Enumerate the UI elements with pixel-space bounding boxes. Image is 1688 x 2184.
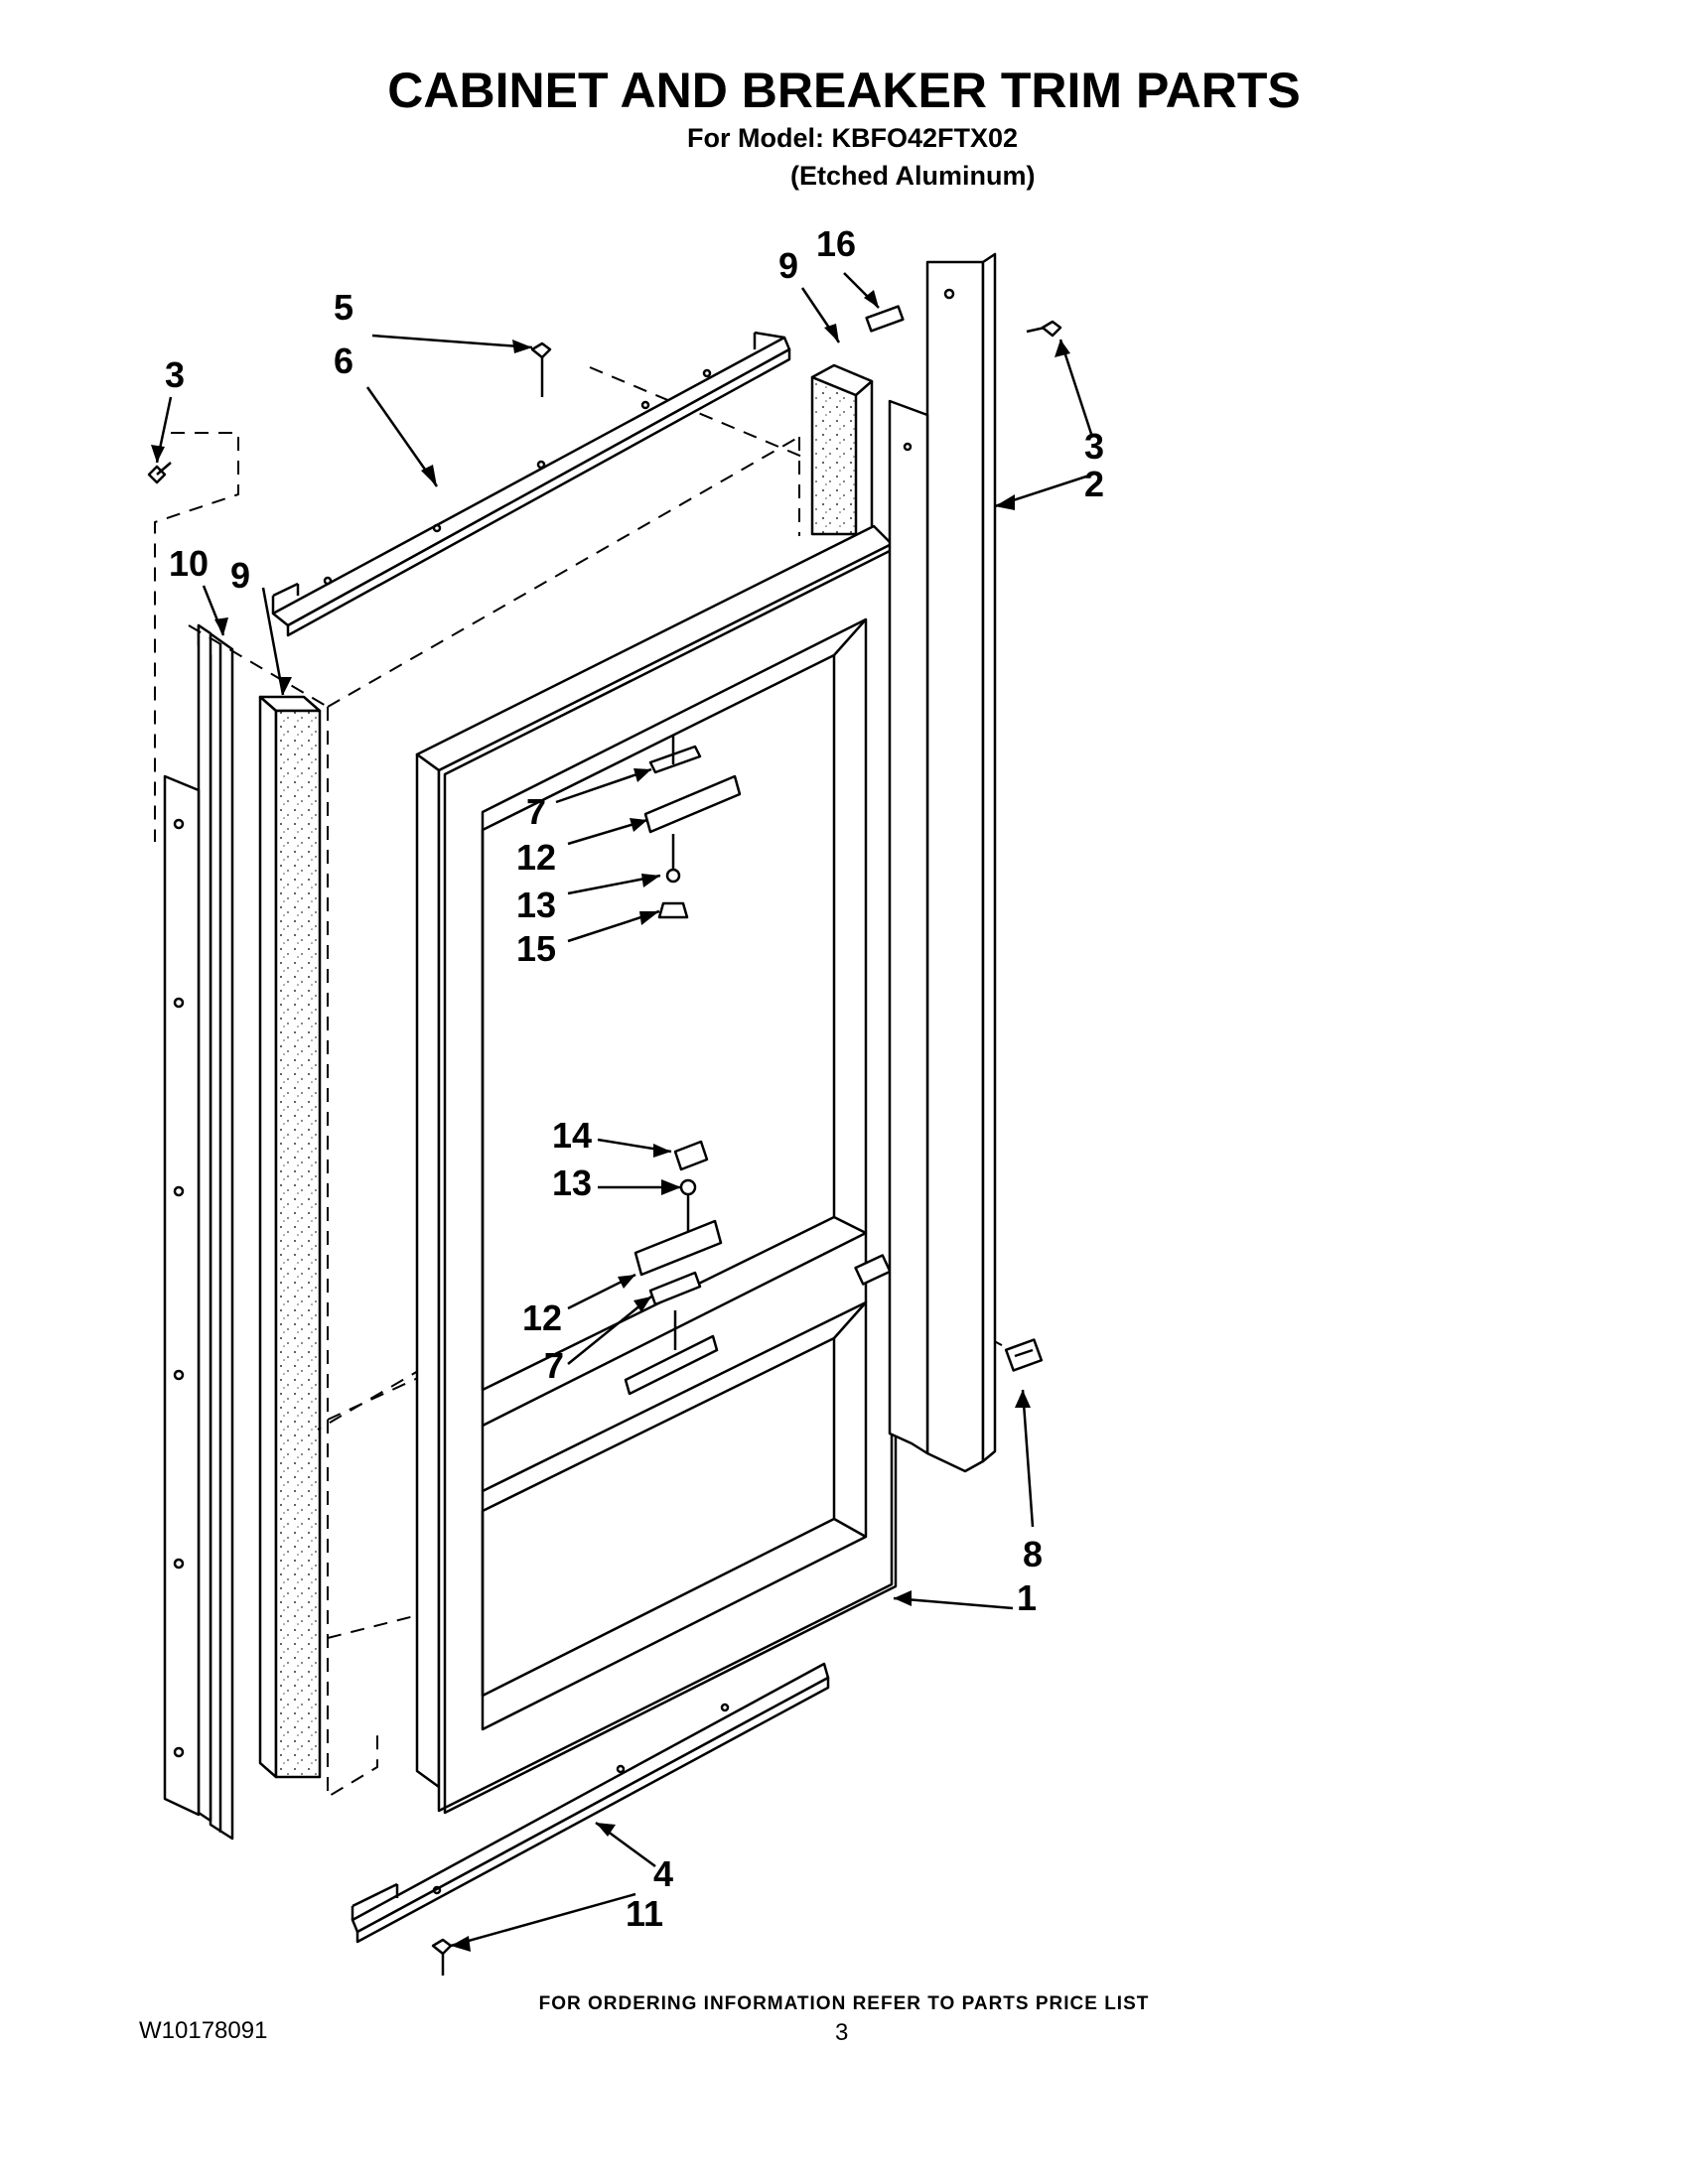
callout-3-left: 3 [165, 354, 185, 395]
model-line: For Model: KBFO42FTX02 [687, 123, 1019, 153]
screw-part-3-right [1026, 320, 1062, 338]
callout-14: 14 [552, 1115, 592, 1156]
lower-latch-assembly [624, 1140, 723, 1396]
bottom-channel-part-4 [351, 1662, 830, 1944]
callout-11: 11 [626, 1893, 663, 1934]
page-title: CABINET AND BREAKER TRIM PARTS [387, 63, 1301, 118]
document-number: W10178091 [139, 2017, 268, 2044]
left-foam-strip-part-9 [258, 695, 322, 1779]
callout-3-right: 3 [1084, 426, 1104, 467]
callout-13-upper: 13 [516, 885, 556, 925]
callout-7-upper: 7 [526, 791, 546, 832]
finish-line: (Etched Aluminum) [790, 161, 1036, 191]
callout-12-upper: 12 [516, 837, 556, 878]
callout-12-lower: 12 [522, 1297, 562, 1338]
left-trim-strip-part-10 [163, 623, 234, 1841]
callout-5: 5 [334, 287, 353, 328]
callout-4: 4 [653, 1853, 673, 1894]
callout-6: 6 [334, 341, 353, 381]
callout-9-right: 9 [778, 245, 798, 286]
breaker-frame-part-1 [415, 524, 898, 1815]
callout-13-lower: 13 [552, 1162, 592, 1203]
right-foam-strip-part-9 [810, 363, 874, 536]
page-number: 3 [835, 2019, 849, 2046]
callout-9-left: 9 [230, 555, 250, 596]
upper-latch-assembly [643, 735, 742, 919]
screw-part-11 [431, 1938, 453, 1976]
callout-2: 2 [1084, 464, 1104, 504]
callout-1: 1 [1017, 1577, 1037, 1618]
screw-part-3-left [147, 462, 172, 484]
right-trim-strip-part-2 [888, 252, 997, 1473]
callout-7-lower: 7 [544, 1345, 564, 1386]
screw-part-5 [530, 341, 552, 397]
callout-10: 10 [169, 543, 209, 584]
cover-part-8 [1004, 1338, 1044, 1372]
top-channel-part-6 [271, 331, 791, 637]
callout-16: 16 [816, 223, 856, 264]
callout-15: 15 [516, 928, 556, 969]
pin-part-16 [865, 305, 905, 333]
ordering-note: FOR ORDERING INFORMATION REFER TO PARTS … [538, 1993, 1150, 2014]
callout-8: 8 [1023, 1534, 1043, 1574]
